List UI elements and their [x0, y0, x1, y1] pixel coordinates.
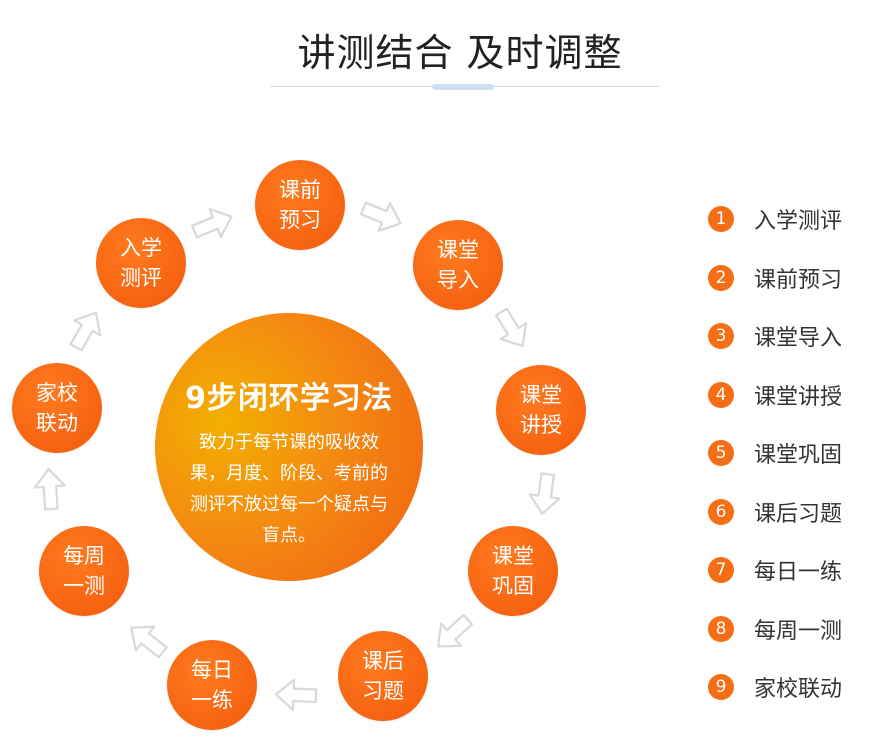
cycle-arrow-4-icon: [528, 472, 561, 515]
cycle-node-4: 课堂讲授: [496, 365, 586, 455]
cycle-arrow-2-icon: [359, 201, 402, 232]
cycle-arrow-7-icon: [130, 625, 168, 659]
step-number-badge: 2: [708, 264, 734, 291]
cycle-arrow-3-icon: [494, 307, 528, 348]
center-description: 致力于每节课的吸收效果，月度、阶段、考前的测评不放过每一个疑点与盲点。: [190, 432, 388, 546]
cycle-node-9: 家校联动: [12, 363, 102, 453]
cycle-node-5: 课堂巩固: [468, 526, 558, 616]
page-title: 讲测结合 及时调整: [297, 31, 623, 75]
center-circle: 9步闭环学习法 致力于每节课的吸收效果，月度、阶段、考前的测评不放过每一个疑点与…: [155, 313, 423, 581]
step-number-badge: 7: [708, 557, 734, 584]
step-number-badge: 9: [708, 674, 734, 701]
cycle-node-3: 课堂导入: [413, 220, 503, 310]
cycle-node-1: 入学测评: [96, 218, 186, 308]
cycle-node-6: 课后习题: [338, 631, 428, 721]
step-number-badge: 6: [708, 498, 734, 525]
cycle-node-8: 每周一测: [39, 526, 129, 616]
center-title: 9步闭环学习法: [185, 381, 393, 416]
step-number-badge: 8: [708, 615, 734, 642]
step-number-badge: 5: [708, 440, 734, 467]
title-accent-bar: [432, 84, 494, 90]
cycle-arrow-1-icon: [190, 208, 233, 239]
cycle-arrow-6-icon: [274, 678, 318, 712]
step-number-badge: 1: [708, 206, 734, 233]
step-number-badge: 4: [708, 381, 734, 408]
cycle-node-2: 课前预习: [255, 160, 345, 250]
cycle-arrow-9-icon: [69, 311, 102, 352]
step-number-badge: 3: [708, 323, 734, 350]
cycle-arrow-8-icon: [33, 467, 66, 511]
cycle-node-7: 每日一练: [167, 640, 257, 730]
cycle-arrow-5-icon: [437, 613, 474, 648]
